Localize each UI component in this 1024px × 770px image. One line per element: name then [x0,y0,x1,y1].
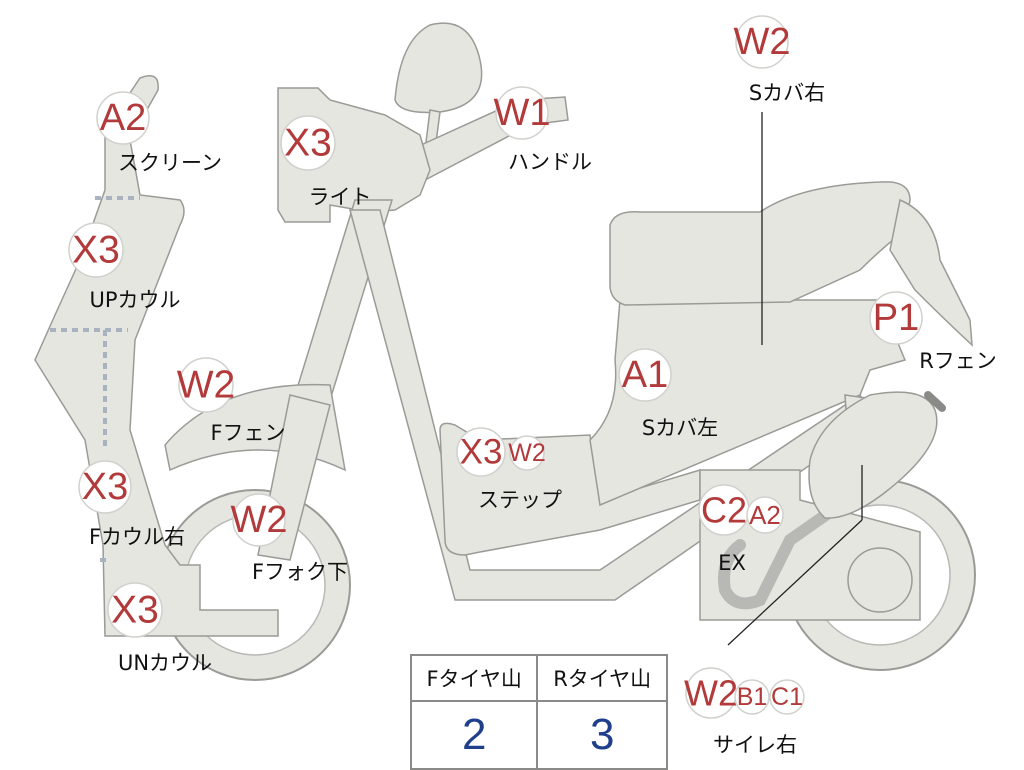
rear-fender [889,198,973,347]
grade-code-r-fender-0: P1 [873,297,919,339]
grade-code-screen-0: A2 [100,97,146,139]
part-name-screen: スクリーン [118,151,222,175]
grade-badge-up-cowl-0 [68,222,124,278]
grade-badge-silencer-right-1 [734,679,770,715]
grade-badge-r-fender-0 [869,291,923,345]
grade-badge-f-cowl-right-0 [78,460,132,514]
grade-code-s-cover-left-0: A1 [622,354,668,396]
front-tire-header: Fタイヤ山 [409,654,539,702]
part-name-s-cover-right: Sカバ右 [749,81,825,105]
grade-badge-s-cover-right-0 [735,15,789,69]
grade-badge-f-fork-lower-0 [232,493,286,547]
grade-code-step-1: W2 [508,439,546,467]
grade-code-s-cover-right-0: W2 [734,21,791,63]
grade-code-f-fender-0: W2 [177,364,236,407]
grade-badge-s-cover-left-0 [618,348,672,402]
part-name-up-cowl: UPカウル [89,288,180,312]
part-name-step: ステップ [478,488,562,512]
front-tire-value: 2 [409,700,539,770]
part-label-handle: W1 ハンドル [494,86,592,174]
part-name-light: ライト [309,185,372,209]
part-name-f-fender: Fフェン [210,421,285,445]
silencer-tip [924,391,946,412]
grade-code-silencer-right-1: B1 [737,683,768,711]
silencer [808,391,938,519]
grade-code-light-0: X3 [284,122,332,165]
mirror [394,22,483,114]
seat [609,181,911,306]
exhaust-pipe [718,499,846,610]
grade-badge-screen-0 [96,91,150,145]
grade-badge-un-cowl-0 [107,582,163,638]
part-name-f-fork-lower: Fフォク下 [252,560,348,584]
part-name-f-cowl-right: Fカウル右 [89,525,185,549]
leader-silencer-diag [727,519,863,646]
grade-badge-step-0 [456,427,506,477]
part-name-r-fender: Rフェン [919,349,997,373]
engine-hub [847,547,913,613]
part-name-exhaust: EX [718,551,746,575]
grade-code-up-cowl-0: X3 [72,229,120,272]
grade-code-silencer-right-2: C1 [771,683,803,711]
part-name-un-cowl: UNカウル [118,651,212,675]
part-name-silencer-right: サイレ右 [713,733,797,757]
rear-tire-header: Rタイヤ山 [536,654,668,702]
grade-badge-f-fender-0 [178,357,234,413]
part-label-screen: A2 スクリーン [96,91,222,175]
grade-badge-exhaust-1 [746,496,784,534]
part-label-light: X3 ライト [280,115,372,209]
grade-badge-silencer-right-2 [769,679,805,715]
grade-badge-step-1 [509,435,545,471]
grade-code-step-0: X3 [460,433,503,472]
grade-code-f-fork-lower-0: W2 [231,499,288,541]
grade-badge-light-0 [280,115,336,171]
rear-tire-value: 3 [536,700,668,770]
grade-code-exhaust-0: C2 [701,490,747,531]
grade-badge-handle-0 [495,86,549,140]
grade-code-un-cowl-0: X3 [111,589,159,632]
grade-code-f-cowl-right-0: X3 [82,466,128,508]
part-name-s-cover-left: Sカバ左 [642,416,718,440]
tire-tread-table: Fタイヤ山 Rタイヤ山 2 3 [409,654,668,770]
grade-code-silencer-right-0: W2 [684,673,738,714]
grade-code-exhaust-1: A2 [749,500,781,530]
grade-code-handle-0: W1 [494,92,551,134]
side-cover [589,299,907,507]
part-name-handle: ハンドル [508,150,592,174]
